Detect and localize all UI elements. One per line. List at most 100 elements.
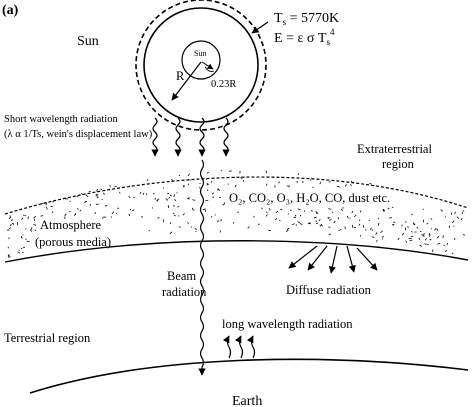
dust-particle [168,196,171,199]
dust-particle [353,226,357,228]
dust-particle [437,243,441,245]
dust-particle [412,222,415,224]
sun-photosphere [143,7,259,123]
dust-particle [286,227,290,230]
dust-particle [205,178,208,180]
dust-particle [167,205,170,209]
dust-particle [268,208,271,210]
dust-particle [430,218,433,220]
dust-particle [23,214,25,217]
diffuse-radiation-label: Diffuse radiation [286,283,372,297]
diffuse-arrow [346,245,356,273]
dust-particle [21,217,24,220]
dust-particle [30,229,32,232]
dust-particle [45,202,48,206]
dust-particle [369,227,372,230]
dust-particle [20,236,23,238]
temperature-pointer [251,21,269,34]
dust-particle [182,213,185,216]
dust-particle [315,222,319,225]
diffuse-arrows [288,245,378,274]
dust-particle [222,204,225,206]
dust-particle [354,214,357,218]
dust-particle [96,188,98,192]
dust-particle [397,237,400,241]
dust-particle [289,209,292,212]
dust-particle [20,247,23,250]
dust-particle [336,185,340,188]
dust-particle [371,236,375,238]
dust-particle [274,217,278,221]
dust-particle [377,222,380,226]
beam-radiation-arrow [198,159,206,376]
radius-label: R [176,69,185,83]
dust-particle [194,228,198,231]
dust-particle [8,216,12,220]
dust-particle [265,214,268,217]
atmosphere-label: Atmosphere [40,218,102,232]
dust-particle [297,208,301,210]
dust-particle [407,225,409,228]
wien-law-label: (λ α 1/Ts, wein's displacement law) [4,129,153,140]
dust-particle [142,192,145,195]
dust-particle [392,223,395,226]
core-radius-arc [204,66,215,72]
dust-particle [351,210,354,214]
dust-particle [292,223,295,226]
dust-particle [187,173,190,177]
diffuse-arrow [307,245,328,271]
dust-particle [451,220,455,224]
diffuse-arrow [328,245,338,274]
sun-inner-label: Sun [194,49,206,58]
atmosphere-top-boundary [4,176,469,215]
dust-particle [451,252,454,255]
dust-particle [309,179,312,181]
dust-particle [275,210,279,214]
dust-particle [110,216,113,218]
dust-particle [202,208,206,211]
sun-label: Sun [77,34,99,49]
radiation-label: radiation [162,285,207,299]
dust-particle [95,194,98,197]
dust-particle [145,193,148,196]
dust-particle [391,206,394,209]
dust-particle [240,177,243,180]
dust-particle [338,228,342,232]
dust-particle [285,229,289,233]
dust-particle [462,210,465,212]
dust-particle [328,181,331,183]
core-radius-arrow [201,61,214,70]
dust-particle [8,227,11,230]
incoming-radiation-arrows [151,117,230,157]
dust-particle [34,229,37,231]
dust-particle [206,172,209,174]
dust-particle [187,183,189,186]
terrestrial-region-label: Terrestrial region [4,331,91,345]
dust-particle [444,216,447,218]
sun-core [181,40,221,80]
dust-particle [299,223,303,226]
dust-particle [79,209,82,212]
dust-particle [416,226,419,229]
dust-particle [128,195,131,198]
dust-particle [139,192,142,195]
dust-particle [388,217,392,219]
dust-particle [454,211,456,215]
dust-particle [178,215,180,217]
dust-particle [381,236,385,238]
dust-particle [401,232,405,236]
dust-particle [382,208,385,212]
long-wave-arrow [222,335,232,359]
dust-particle [404,221,407,223]
dust-particle [52,200,55,203]
dust-particle [165,198,168,200]
dust-particle [265,170,267,174]
dust-particle [387,208,390,210]
extraterrestrial-label: Extraterrestrial [357,142,432,156]
short-wave-arrow [174,117,182,157]
dust-particle [443,244,446,247]
dust-particle [101,199,103,201]
dust-particle [418,237,421,240]
dust-particle [328,226,331,228]
dust-particle [319,224,322,227]
